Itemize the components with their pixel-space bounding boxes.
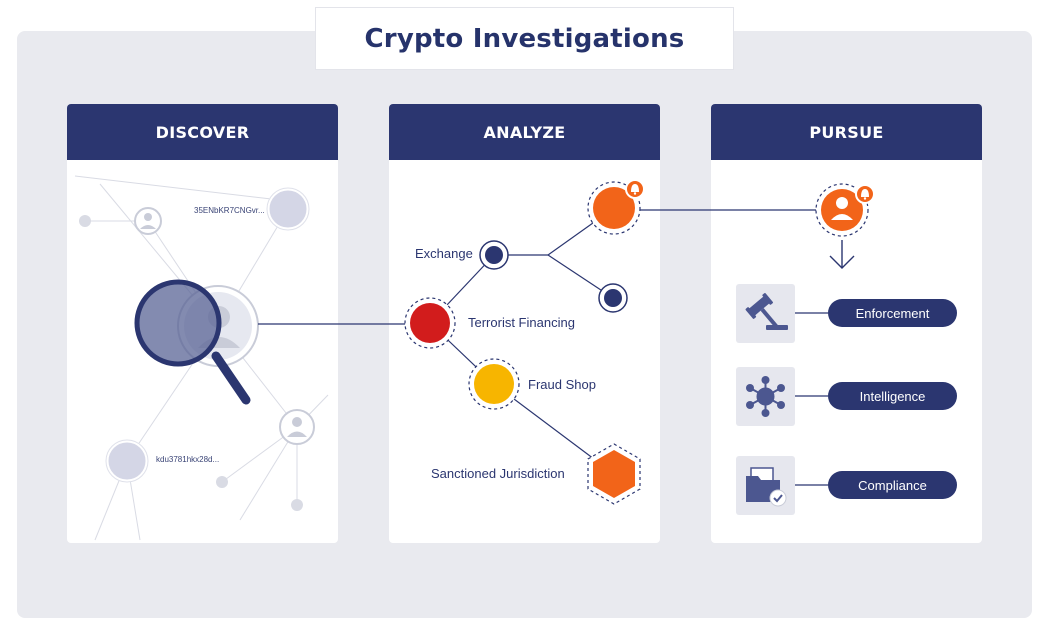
sanctioned-jurisdiction-label: Sanctioned Jurisdiction (431, 466, 565, 481)
address-node-top (266, 187, 310, 231)
analyze-panel: ANALYZE (389, 104, 660, 543)
terrorist-financing-node (404, 297, 456, 349)
sanctioned-jurisdiction-node (587, 443, 641, 505)
analyze-header: ANALYZE (389, 104, 660, 160)
discover-network (74, 175, 329, 541)
exchange-label: Exchange (415, 246, 473, 261)
pursue-connectors (795, 312, 828, 486)
alert-node-analyze (587, 179, 645, 235)
address-node-bottom (105, 439, 149, 483)
folder-check-icon (736, 456, 795, 515)
intelligence-pill: Intelligence (828, 382, 957, 410)
network-dot (79, 215, 91, 227)
title-box: Crypto Investigations (315, 7, 734, 70)
address-label-bottom: kdu3781hkx28d... (156, 455, 220, 464)
user-node-small (134, 207, 162, 235)
pursue-header-label: PURSUE (809, 122, 884, 142)
compliance-pill: Compliance (828, 471, 957, 499)
terrorist-financing-label: Terrorist Financing (468, 315, 575, 330)
network-icon (736, 367, 795, 426)
alert-user-node (815, 183, 875, 237)
discover-header-label: DISCOVER (155, 122, 250, 142)
pursue-header: PURSUE (711, 104, 982, 160)
analyze-header-label: ANALYZE (483, 122, 566, 142)
network-dot (291, 499, 303, 511)
address-label-top: 35ENbKR7CNGvr... (194, 206, 265, 215)
fraud-shop-node (468, 358, 520, 410)
arrow-down-icon (829, 240, 855, 269)
page-title: Crypto Investigations (364, 23, 685, 54)
exchange-node (479, 240, 509, 270)
wallet-node (598, 283, 628, 313)
magnifier-icon (134, 279, 251, 405)
user-node-right (279, 409, 315, 445)
enforcement-pill: Enforcement (828, 299, 957, 327)
gavel-icon (736, 284, 795, 343)
network-dot (216, 476, 228, 488)
discover-header: DISCOVER (67, 104, 338, 160)
fraud-shop-label: Fraud Shop (528, 377, 596, 392)
